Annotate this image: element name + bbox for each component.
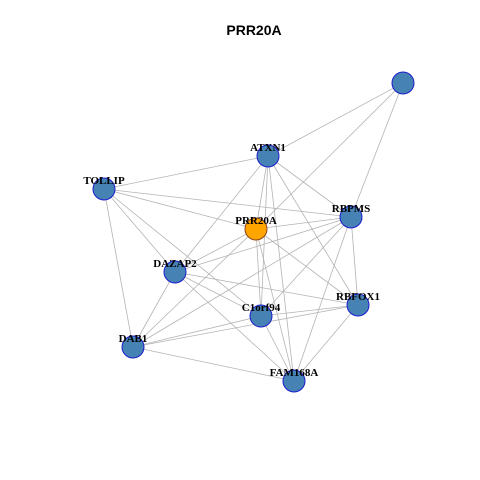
edge-unlabeled-atxn1 [267, 82, 404, 157]
edge-rbpms-dab1 [132, 216, 352, 348]
edges-layer [103, 82, 404, 382]
edge-prr20a-fam168a [255, 228, 295, 382]
node-prr20a [244, 217, 268, 241]
diagram-title: PRR20A [226, 22, 281, 38]
node-fam168a [282, 369, 306, 393]
node-label-c1orf94: C1orf94 [242, 302, 281, 314]
edge-tollip-prr20a [103, 188, 257, 230]
edge-rbpms-c1orf94 [260, 216, 352, 317]
edge-rbfox1-dab1 [132, 304, 359, 348]
edge-atxn1-rbfox1 [267, 155, 359, 306]
nodes-layer [92, 71, 415, 393]
edge-dazap2-dab1 [132, 271, 176, 348]
edge-unlabeled-prr20a [255, 82, 404, 230]
edge-dazap2-rbfox1 [174, 271, 359, 306]
edge-rbfox1-c1orf94 [260, 304, 359, 317]
node-dazap2 [163, 260, 187, 284]
edge-dazap2-c1orf94 [174, 271, 262, 317]
node-label-atxn1: ATXN1 [250, 142, 286, 154]
edge-atxn1-prr20a [255, 155, 269, 230]
node-rbfox1 [346, 293, 370, 317]
edge-atxn1-rbpms [267, 155, 352, 218]
edge-rbpms-dazap2 [174, 216, 352, 273]
node-label-rbfox1: RBFOX1 [336, 291, 380, 303]
node-atxn1 [256, 144, 280, 168]
edge-unlabeled-rbpms [350, 82, 404, 218]
node-label-fam168a: FAM168A [270, 367, 319, 379]
node-label-prr20a: PRR20A [235, 215, 277, 227]
edge-atxn1-dazap2 [174, 155, 269, 273]
edge-c1orf94-dab1 [132, 315, 262, 348]
edge-tollip-dab1 [103, 188, 134, 348]
edge-dab1-fam168a [132, 346, 295, 382]
edge-prr20a-dazap2 [174, 228, 257, 273]
edge-prr20a-rbpms [255, 216, 352, 230]
node-label-tollip: TOLLIP [83, 175, 125, 187]
node-label-dazap2: DAZAP2 [153, 258, 197, 270]
edge-rbpms-rbfox1 [350, 216, 359, 306]
edge-tollip-dazap2 [103, 188, 176, 273]
node-label-dab1: DAB1 [119, 333, 148, 345]
node-c1orf94 [249, 304, 273, 328]
node-dab1 [121, 335, 145, 359]
edge-prr20a-dab1 [132, 228, 257, 348]
edge-rbfox1-fam168a [293, 304, 359, 382]
edge-dazap2-fam168a [174, 271, 295, 382]
edge-c1orf94-fam168a [260, 315, 295, 382]
edge-tollip-rbpms [103, 188, 352, 218]
edge-tollip-c1orf94 [103, 188, 262, 317]
edge-atxn1-tollip [103, 155, 269, 190]
edge-atxn1-fam168a [267, 155, 295, 382]
node-label-rbpms: RBPMS [332, 203, 371, 215]
node-tollip [92, 177, 116, 201]
node-rbpms [339, 205, 363, 229]
node-unlabeled [391, 71, 415, 95]
